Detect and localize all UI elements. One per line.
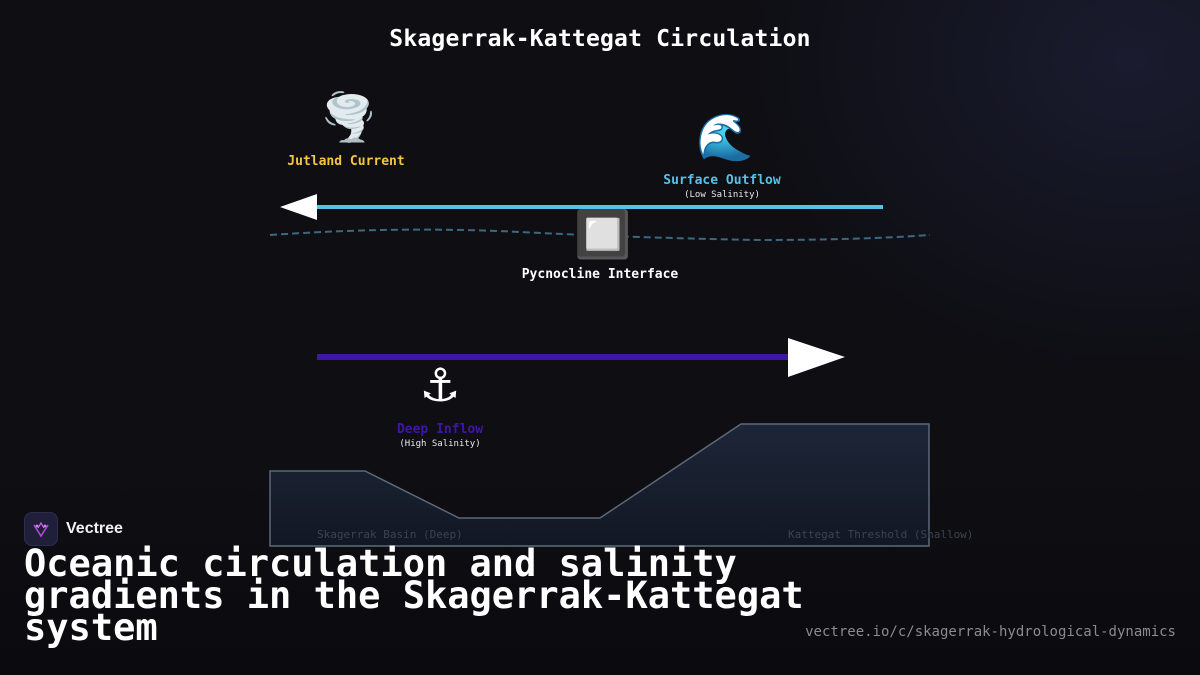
jutland-current-label: Jutland Current <box>287 154 405 169</box>
pycnocline-line <box>269 228 931 242</box>
seabed-profile <box>269 423 930 547</box>
surface-outflow-label: Surface Outflow <box>663 173 781 188</box>
square-button-icon: 🔲 <box>574 207 632 261</box>
basin-right-label: Kattegat Threshold (Shallow) <box>788 528 974 541</box>
basin-left-label: Skagerrak Basin (Deep) <box>317 528 463 541</box>
surface-outflow-sublabel: (Low Salinity) <box>684 190 760 200</box>
surface-outflow-arrow-head <box>280 194 317 220</box>
brand-name: Vectree <box>66 520 123 537</box>
brand: Vectree <box>24 512 123 546</box>
source-url: vectree.io/c/skagerrak-hydrological-dyna… <box>805 624 1176 640</box>
deep-inflow-arrow-head <box>788 338 845 377</box>
diagram-title: Skagerrak-Kattegat Circulation <box>389 26 811 52</box>
pycnocline-label: Pycnocline Interface <box>521 267 679 282</box>
deep-inflow-label: Deep Inflow <box>396 422 484 437</box>
anchor-icon: ⚓ <box>419 358 461 412</box>
deep-inflow-sublabel: (High Salinity) <box>399 439 481 449</box>
vectree-logo-icon <box>24 512 58 546</box>
wave-icon: 🌊 <box>696 110 754 164</box>
headline: Oceanic circulation and salinity gradien… <box>24 542 804 649</box>
tornado-icon: 🌪️ <box>320 90 378 144</box>
